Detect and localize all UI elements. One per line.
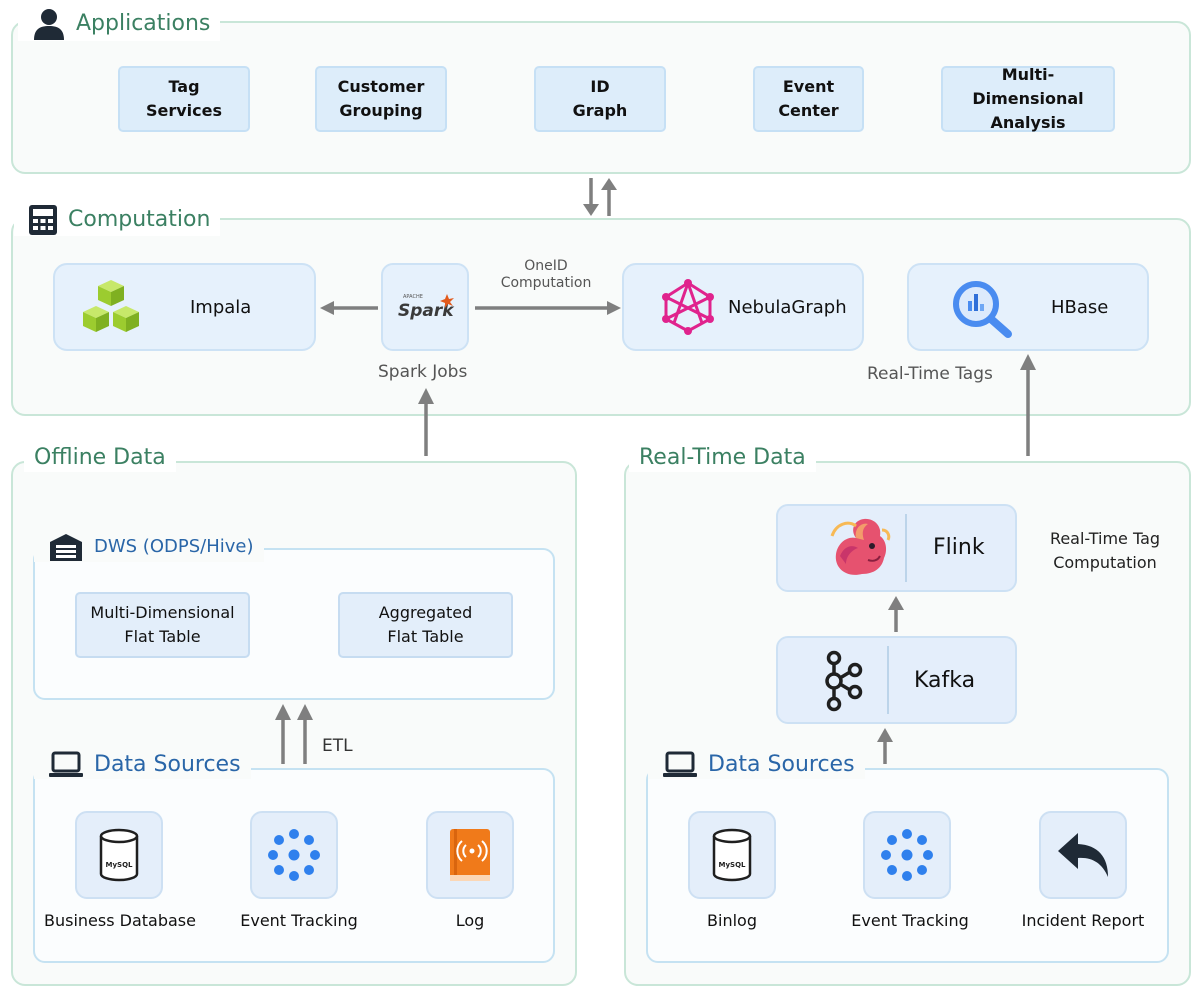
kafka-label: Kafka — [914, 668, 976, 693]
flink-note-label: Real-Time Tag Computation — [1049, 529, 1161, 572]
arrow-offline-to-spark — [418, 388, 434, 456]
dws-title-text: DWS (ODPS/Hive) — [94, 536, 254, 557]
mysql-database-icon: MySQL — [712, 828, 752, 882]
realtime-event-tracking-label: Event Tracking — [851, 911, 969, 930]
flink-squirrel-icon — [830, 518, 891, 575]
computation-title: Computation — [14, 204, 221, 236]
spark-jobs-label: Spark Jobs — [372, 362, 474, 382]
mysql-database-icon: MySQL — [99, 828, 139, 882]
bidirectional-arrow-icon — [583, 178, 617, 216]
offline-event-tracking-label: Event Tracking — [240, 911, 358, 930]
incident-report-tile[interactable] — [1039, 811, 1127, 899]
user-icon — [34, 9, 64, 40]
realtime-event-tracking-tile[interactable] — [863, 811, 951, 899]
arrow-sources-to-kafka — [877, 728, 893, 764]
app-event-center[interactable]: Event Center — [753, 66, 864, 132]
reply-arrow-icon — [1058, 833, 1108, 877]
kafka-node[interactable] — [776, 636, 1017, 724]
laptop-icon — [49, 751, 83, 777]
svg-text:MySQL: MySQL — [106, 861, 134, 869]
event-tracking-icon — [881, 829, 933, 881]
offline-data-sources-title: Data Sources — [34, 751, 251, 779]
log-book-icon — [450, 829, 490, 881]
realtime-data-sources-title-text: Data Sources — [708, 752, 855, 777]
laptop-icon — [663, 751, 697, 777]
flink-divider — [905, 514, 907, 582]
impala-cubes-icon — [83, 280, 139, 332]
flink-label: Flink — [933, 535, 985, 560]
nebulagraph-logo-icon — [662, 279, 714, 335]
nebulagraph-node[interactable] — [622, 263, 864, 351]
realtime-tags-label: Real-Time Tags — [861, 364, 999, 384]
offline-data-title: Offline Data — [24, 444, 176, 472]
kafka-logo-icon — [825, 650, 863, 712]
arrow-realtime-to-hbase — [1020, 354, 1036, 456]
applications-title-text: Applications — [76, 11, 211, 36]
offline-event-tracking-tile[interactable] — [250, 811, 338, 899]
incident-report-label: Incident Report — [1021, 911, 1145, 930]
arrow-spark-to-impala — [320, 301, 378, 315]
multi-dimensional-flat-table[interactable]: Multi-Dimensional Flat Table — [75, 592, 250, 658]
realtime-data-sources-title: Data Sources — [648, 751, 865, 779]
realtime-data-title: Real-Time Data — [629, 444, 816, 472]
arrow-kafka-to-flink — [888, 596, 904, 632]
nebulagraph-label: NebulaGraph — [728, 297, 847, 318]
arrow-spark-to-nebula — [475, 301, 621, 315]
hbase-node[interactable] — [907, 263, 1149, 351]
app-id-graph[interactable]: ID Graph — [534, 66, 666, 132]
app-multi-dimensional-analysis[interactable]: Multi-Dimensional Analysis — [941, 65, 1115, 132]
binlog-tile[interactable]: MySQL — [688, 811, 776, 899]
app-tag-services[interactable]: Tag Services — [118, 66, 250, 132]
svg-text:APACHE: APACHE — [403, 294, 423, 300]
offline-data-sources-title-text: Data Sources — [94, 752, 241, 777]
kafka-divider — [887, 646, 889, 714]
business-database-label: Business Database — [44, 911, 196, 930]
hbase-label: HBase — [1051, 297, 1109, 318]
business-database-tile[interactable]: MySQL — [75, 811, 163, 899]
impala-label: Impala — [190, 297, 252, 318]
log-tile[interactable] — [426, 811, 514, 899]
calculator-icon — [29, 205, 57, 235]
hbase-search-icon — [953, 281, 1012, 338]
log-label: Log — [455, 911, 485, 930]
svg-text:Spark: Spark — [398, 301, 455, 321]
spark-node[interactable] — [381, 263, 469, 351]
computation-title-text: Computation — [68, 207, 211, 232]
event-tracking-icon — [268, 829, 320, 881]
etl-arrows — [275, 704, 313, 764]
dws-title: DWS (ODPS/Hive) — [34, 532, 264, 562]
svg-text:MySQL: MySQL — [719, 861, 747, 869]
flink-node[interactable] — [776, 504, 1017, 592]
etl-label: ETL — [322, 736, 353, 756]
app-customer-grouping[interactable]: Customer Grouping — [315, 66, 447, 132]
aggregated-flat-table[interactable]: Aggregated Flat Table — [338, 592, 513, 658]
warehouse-icon — [50, 534, 82, 561]
applications-title: Applications — [18, 7, 221, 41]
spark-logo-icon: APACHE Spark — [398, 294, 455, 321]
oneid-computation-label: OneID Computation — [500, 258, 592, 291]
binlog-label: Binlog — [707, 911, 757, 930]
